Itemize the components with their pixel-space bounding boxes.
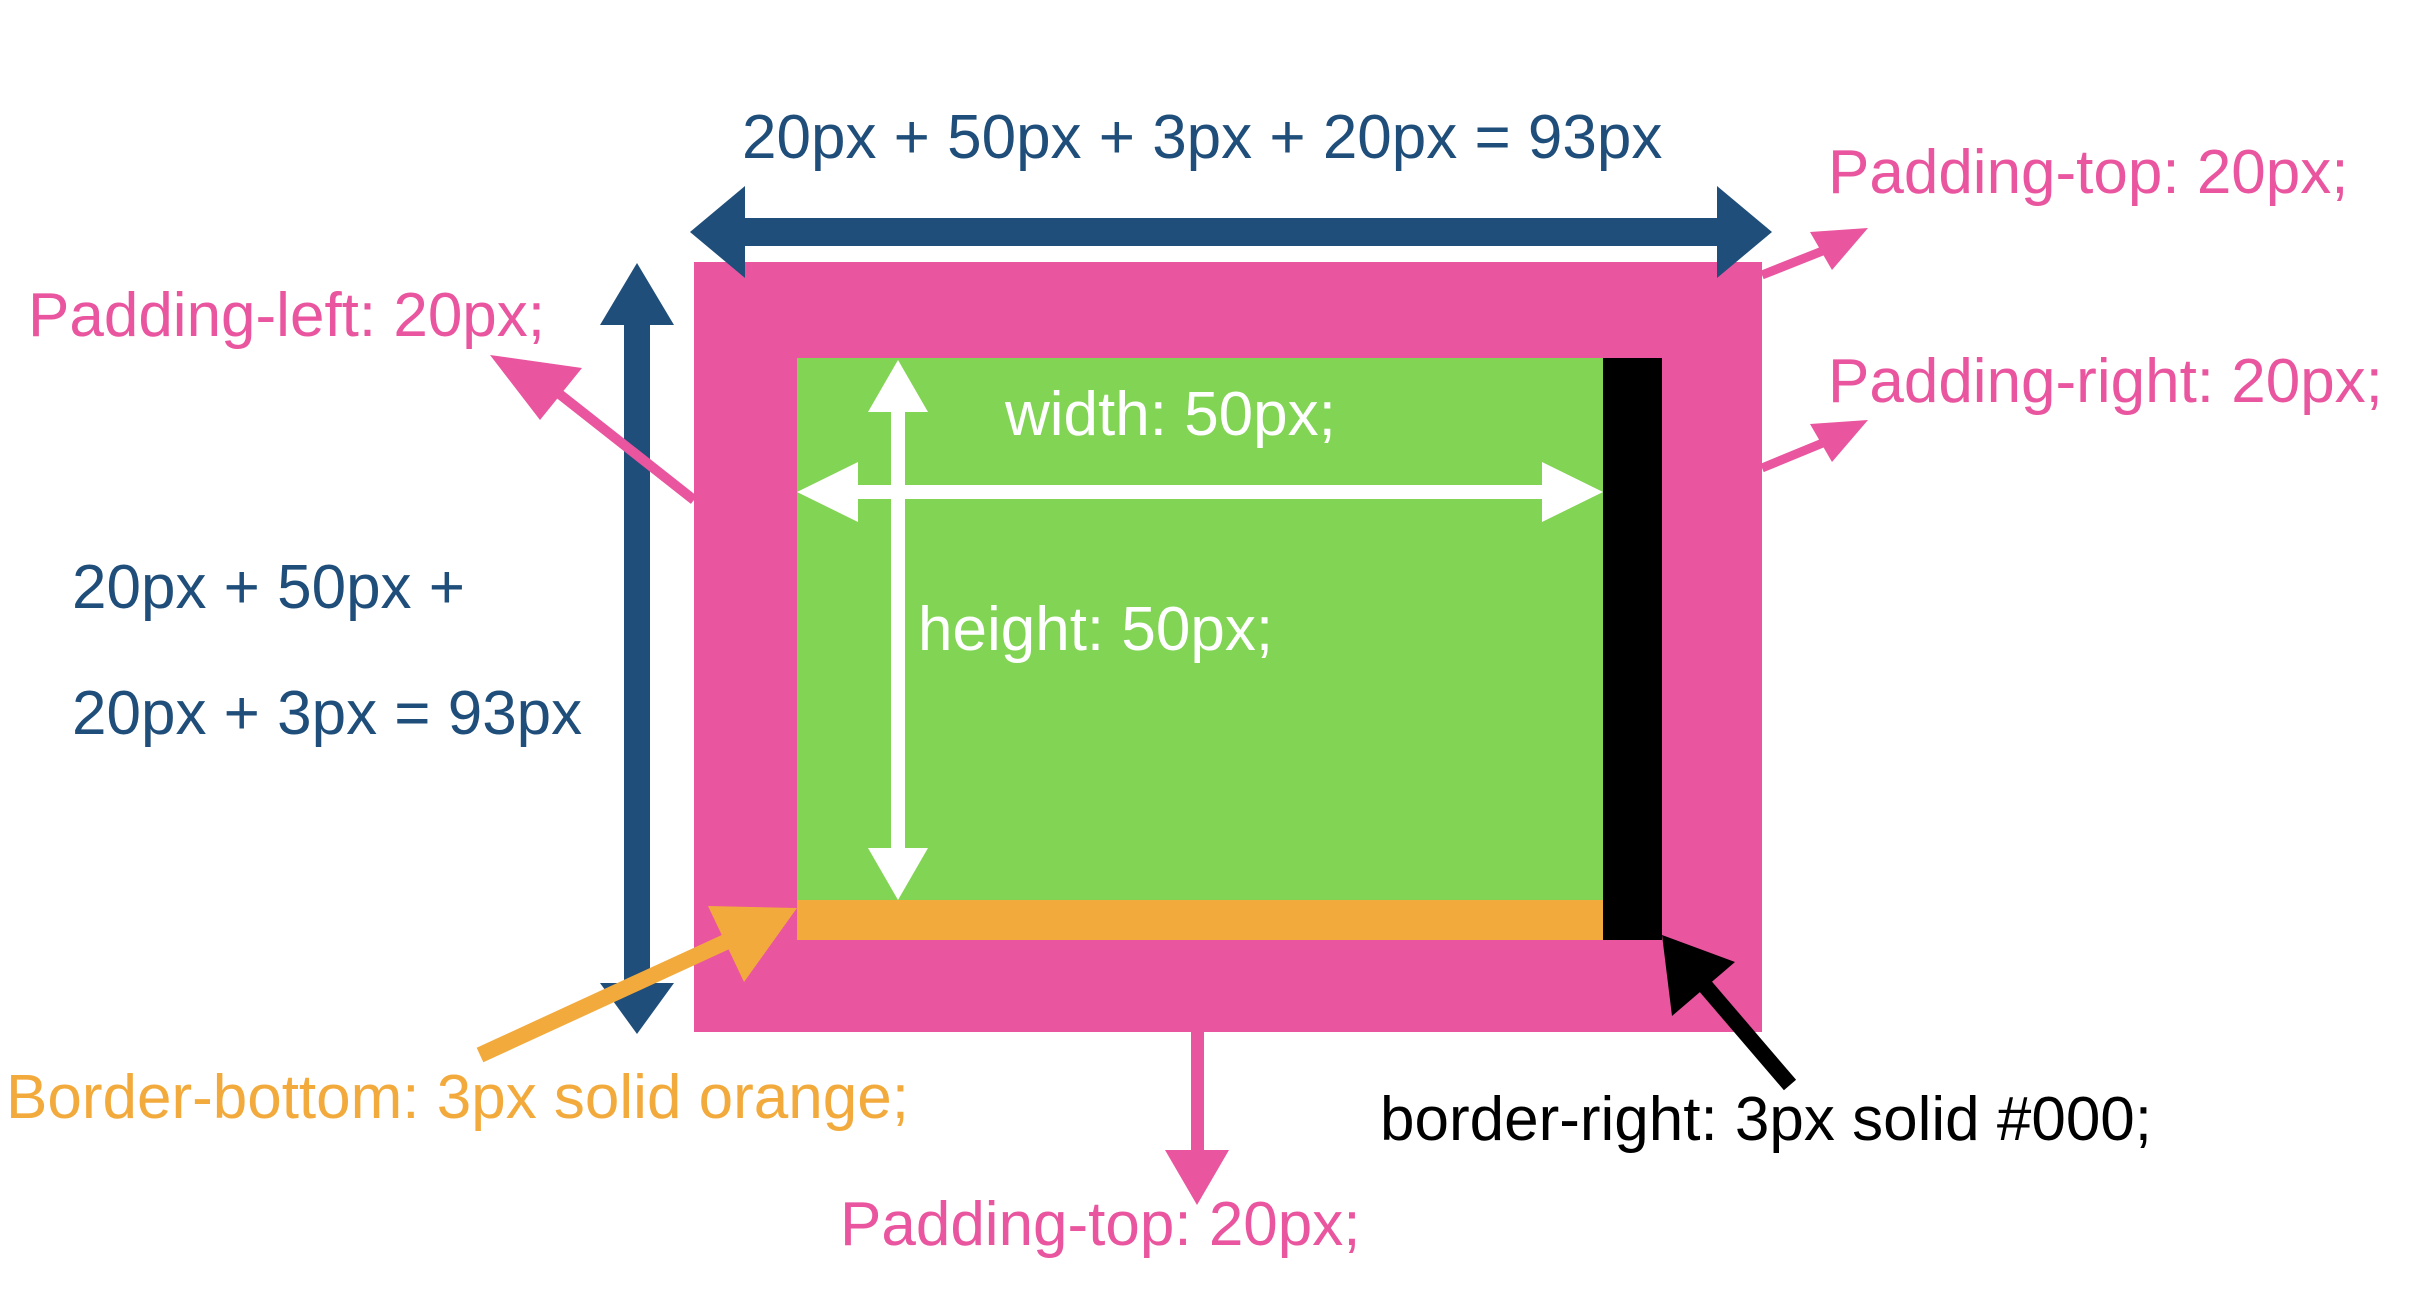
- padding-top-pointer: [1760, 228, 1868, 280]
- border-bottom-bar: [797, 900, 1603, 940]
- content-box: [797, 358, 1603, 900]
- total-width-arrow: [690, 186, 1772, 278]
- total-height-arrow: [600, 263, 674, 1034]
- height-label: height: 50px;: [918, 595, 1273, 664]
- padding-left-pointer: [490, 355, 698, 504]
- padding-bottom-pointer: [1165, 1032, 1229, 1205]
- padding-right-pointer: [1760, 420, 1868, 473]
- padding-bottom-label: Padding-top: 20px;: [840, 1190, 1361, 1259]
- total-height-label-line1: 20px + 50px +: [72, 553, 465, 622]
- border-bottom-pointer: [476, 906, 797, 1063]
- width-arrow: [797, 462, 1603, 522]
- total-height-label-line2: 20px + 3px = 93px: [72, 679, 582, 748]
- padding-right-label: Padding-right: 20px;: [1828, 347, 2383, 416]
- total-width-label: 20px + 50px + 3px + 20px = 93px: [742, 103, 1662, 172]
- border-right-label: border-right: 3px solid #000;: [1380, 1085, 2152, 1154]
- border-bottom-label: Border-bottom: 3px solid orange;: [6, 1063, 909, 1132]
- height-arrow: [868, 360, 928, 900]
- padding-left-label: Padding-left: 20px;: [28, 281, 545, 350]
- border-right-pointer: [1662, 935, 1797, 1091]
- width-label: width: 50px;: [1004, 380, 1336, 449]
- padding-top-label: Padding-top: 20px;: [1828, 138, 2349, 207]
- border-right-bar: [1603, 358, 1662, 940]
